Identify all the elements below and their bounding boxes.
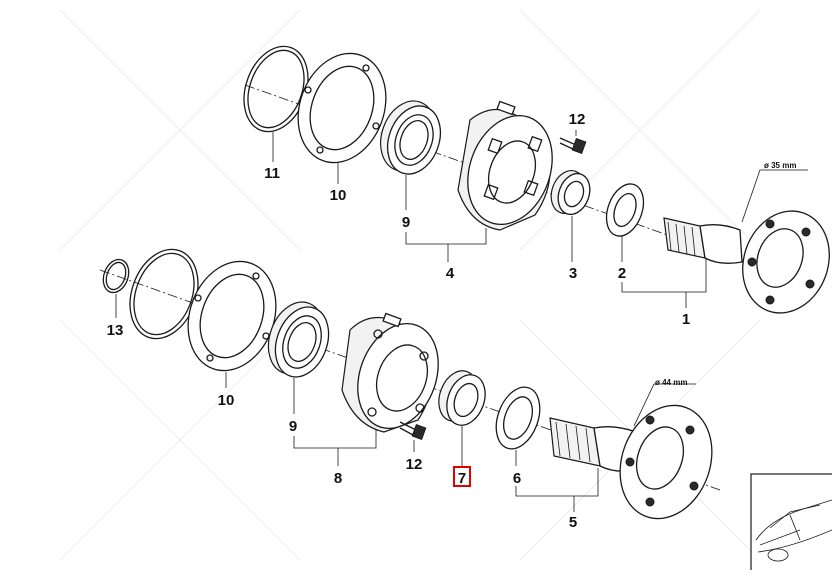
vehicle-thumbnail[interactable] bbox=[750, 473, 832, 575]
part-3-seal[interactable] bbox=[545, 166, 595, 219]
part-10-gasket-upper[interactable] bbox=[283, 41, 400, 175]
callout-6: 6 bbox=[513, 470, 521, 487]
callout-12-upper: 12 bbox=[569, 111, 586, 128]
callout-7[interactable]: 7 bbox=[458, 470, 466, 487]
callout-10-upper: 10 bbox=[330, 187, 347, 204]
upper-assembly: 11 10 9 4 12 3 2 1 ø 35 mm bbox=[243, 41, 832, 328]
part-6-washer[interactable] bbox=[488, 381, 547, 455]
callout-3: 3 bbox=[569, 265, 577, 282]
callout-2: 2 bbox=[618, 265, 626, 282]
lower-assembly: 13 10 9 8 12 7 6 5 ø 44 mm bbox=[99, 248, 727, 531]
part-5-flange-shaft[interactable] bbox=[549, 392, 727, 531]
watermark-pattern bbox=[59, 9, 761, 561]
part-1-flange-shaft[interactable] bbox=[663, 199, 832, 325]
part-9-bearing-upper[interactable] bbox=[371, 93, 449, 181]
dimension-label-35mm: ø 35 mm bbox=[764, 161, 796, 170]
callout-12-lower: 12 bbox=[406, 456, 423, 473]
part-12-bolt-upper[interactable] bbox=[559, 137, 587, 154]
callout-9-upper: 9 bbox=[402, 214, 410, 231]
part-12-bolt-lower[interactable] bbox=[399, 421, 427, 440]
callout-8: 8 bbox=[334, 470, 342, 487]
part-8-housing-lower[interactable] bbox=[341, 312, 452, 439]
callout-5: 5 bbox=[569, 514, 577, 531]
dimension-label-44mm: ø 44 mm bbox=[655, 378, 687, 387]
part-9-bearing-lower[interactable] bbox=[259, 294, 338, 384]
highlight-box-part-7 bbox=[453, 466, 471, 487]
callout-11: 11 bbox=[264, 165, 280, 182]
part-2-washer[interactable] bbox=[600, 179, 650, 241]
part-7-seal[interactable] bbox=[432, 365, 492, 430]
part-4-housing-upper[interactable] bbox=[453, 100, 566, 237]
leader-lines-lower bbox=[115, 294, 696, 512]
callout-13: 13 bbox=[107, 322, 124, 339]
car-outline-icon bbox=[755, 499, 832, 562]
leader-lines-upper bbox=[272, 130, 808, 308]
part-13-small-o-ring[interactable] bbox=[99, 256, 133, 296]
callout-10-lower: 10 bbox=[218, 392, 235, 409]
callout-1: 1 bbox=[682, 311, 690, 328]
callout-4: 4 bbox=[446, 265, 455, 282]
callout-9-lower: 9 bbox=[289, 418, 297, 435]
